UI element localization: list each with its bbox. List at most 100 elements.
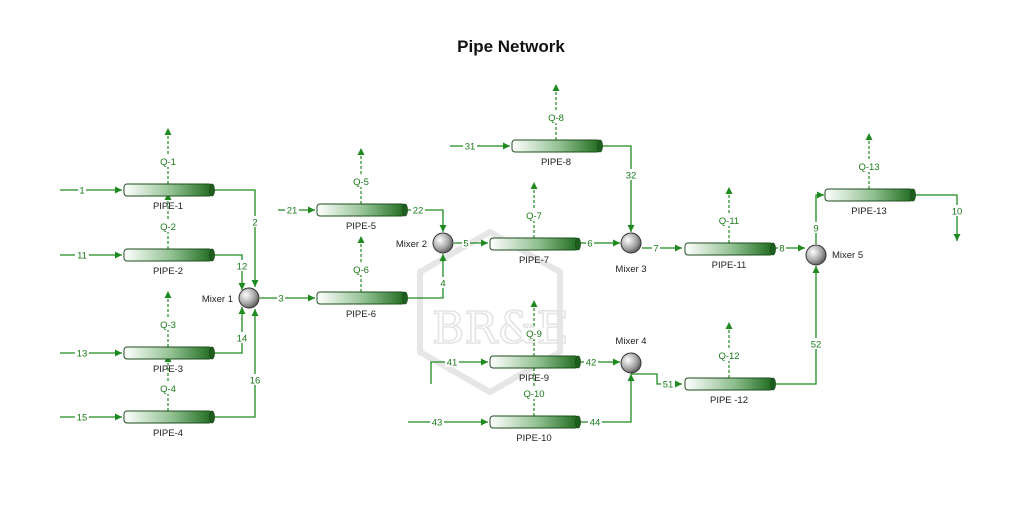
stream-label-10: 10 [950,205,964,218]
pipe-label: PIPE-4 [153,428,183,439]
heat-stream-Q-12: Q-12 [717,322,741,378]
mixer-3[interactable]: Mixer 3 [615,232,647,275]
stream-label-21: 21 [285,204,299,217]
stream-label-1: 1 [78,184,86,197]
stream-14[interactable] [213,307,246,354]
stream-label-15: 15 [75,411,89,424]
pipe-12[interactable]: PIPE -12 [684,377,776,406]
stream-3[interactable] [260,294,315,302]
svg-text:13: 13 [77,349,88,360]
stream-15[interactable] [60,413,122,421]
pipe-label: PIPE-5 [346,221,376,232]
heat-stream-Q-8: Q-8 [544,84,568,140]
stream-label-31: 31 [463,140,477,153]
stream-label-43: 43 [430,416,444,429]
stream-label-52: 52 [809,338,823,351]
pipe-4[interactable]: PIPE-4 [123,410,215,439]
stream-label-22: 22 [411,204,425,217]
stream-label-6: 6 [586,237,594,250]
mixer-label: Mixer 2 [396,239,427,250]
stream-44[interactable] [579,374,635,423]
svg-text:31: 31 [465,142,476,153]
svg-text:5: 5 [463,239,468,250]
pipe-2[interactable]: PIPE-2 [123,248,215,277]
mixer-4[interactable]: Mixer 4 [615,336,647,374]
svg-text:8: 8 [779,244,784,255]
stream-43[interactable] [408,418,488,426]
pipe-3[interactable]: PIPE-3 [123,346,215,375]
stream-1[interactable] [60,186,122,194]
mixer-2[interactable]: Mixer 2 [396,232,454,254]
stream-13[interactable] [60,349,122,357]
pipe-7[interactable]: PIPE-7 [489,237,581,266]
stream-label-11: 11 [75,249,89,262]
pipe-label: PIPE-6 [346,309,376,320]
pipe-label: PIPE-13 [851,206,886,217]
svg-text:16: 16 [250,376,261,387]
svg-text:10: 10 [952,207,963,218]
stream-4[interactable] [406,254,447,299]
heat-label: Q-4 [160,384,176,395]
svg-text:6: 6 [587,239,592,250]
pipe-label: PIPE -12 [710,395,748,406]
stream-label-2: 2 [251,216,259,229]
stream-41[interactable] [430,358,488,385]
stream-2[interactable] [213,189,259,287]
stream-label-12: 12 [235,260,249,273]
svg-text:3: 3 [278,294,283,305]
pipe-5[interactable]: PIPE-5 [316,203,408,232]
svg-text:22: 22 [413,206,424,217]
stream-label-51: 51 [661,378,675,391]
stream-7[interactable] [642,244,682,252]
stream-11[interactable] [60,251,122,259]
stream-5[interactable] [454,239,488,247]
heat-label: Q-6 [353,265,369,276]
heat-label: Q-1 [160,157,176,168]
pipe-8[interactable]: PIPE-8 [511,139,603,168]
svg-text:15: 15 [77,413,88,424]
heat-stream-Q-13: Q-13 [857,133,881,189]
stream-label-32: 32 [624,169,638,182]
mixer-1[interactable]: Mixer 1 [202,287,260,309]
diagram-title: Pipe Network [457,37,565,56]
stream-lines [60,142,961,426]
stream-31[interactable] [450,142,510,150]
heat-stream-Q-9: Q-9 [522,300,546,356]
pipe-label: PIPE-10 [516,433,551,444]
pipe-13[interactable]: PIPE-13 [824,188,916,217]
stream-label-3: 3 [277,292,285,305]
stream-9[interactable] [815,191,824,245]
pipe-6[interactable]: PIPE-6 [316,291,408,320]
pipe-9[interactable]: PIPE-9 [489,355,581,384]
svg-text:42: 42 [586,358,597,369]
stream-12[interactable] [213,254,246,290]
stream-label-5: 5 [462,237,470,250]
svg-text:12: 12 [237,262,248,273]
heat-label: Q-2 [160,222,176,233]
heat-stream-Q-3: Q-3 [156,291,180,347]
mixer-5[interactable]: Mixer 5 [805,244,863,266]
heat-label: Q-5 [353,177,369,188]
pipe-10[interactable]: PIPE-10 [489,415,581,444]
stream-6[interactable] [579,239,620,247]
mixer-label: Mixer 1 [202,294,233,305]
svg-text:2: 2 [252,218,257,229]
pipe-11[interactable]: PIPE-11 [684,242,776,271]
heat-label: Q-10 [523,389,544,400]
svg-text:51: 51 [663,380,674,391]
svg-text:43: 43 [432,418,443,429]
heat-stream-Q-1: Q-1 [156,128,180,184]
heat-label: Q-7 [526,211,542,222]
svg-text:11: 11 [77,251,87,262]
stream-16[interactable] [213,309,259,418]
svg-text:21: 21 [287,206,298,217]
stream-label-4: 4 [439,277,447,290]
stream-52[interactable] [774,266,820,385]
stream-10[interactable] [914,194,961,241]
pipe-1[interactable]: PIPE-1 [123,183,215,212]
stream-32[interactable] [601,145,635,232]
svg-text:7: 7 [653,244,658,255]
heat-label: Q-8 [548,113,564,124]
watermark-text: BR&E [432,303,569,354]
